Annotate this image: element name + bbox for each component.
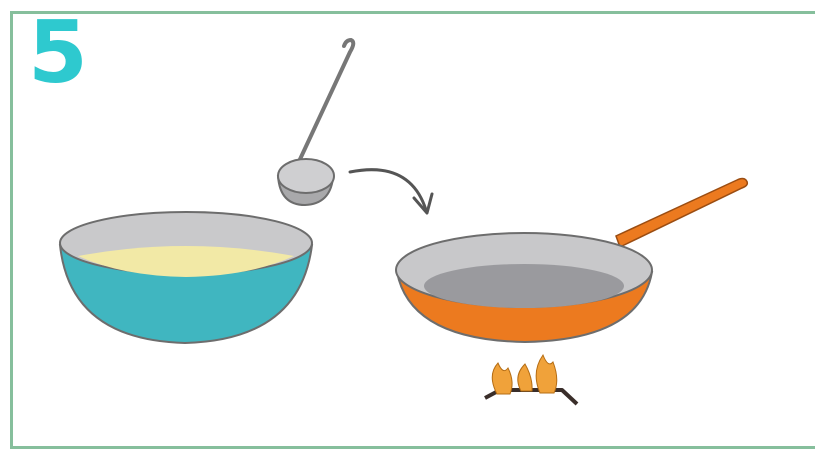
mixing-bowl-icon <box>60 212 312 343</box>
gas-burner-icon <box>485 355 577 404</box>
frying-pan-icon <box>396 179 747 343</box>
pan-inner-surface <box>424 264 624 308</box>
ladle-icon <box>278 40 353 205</box>
pan-handle <box>616 179 747 248</box>
curved-arrow-icon <box>350 170 432 213</box>
